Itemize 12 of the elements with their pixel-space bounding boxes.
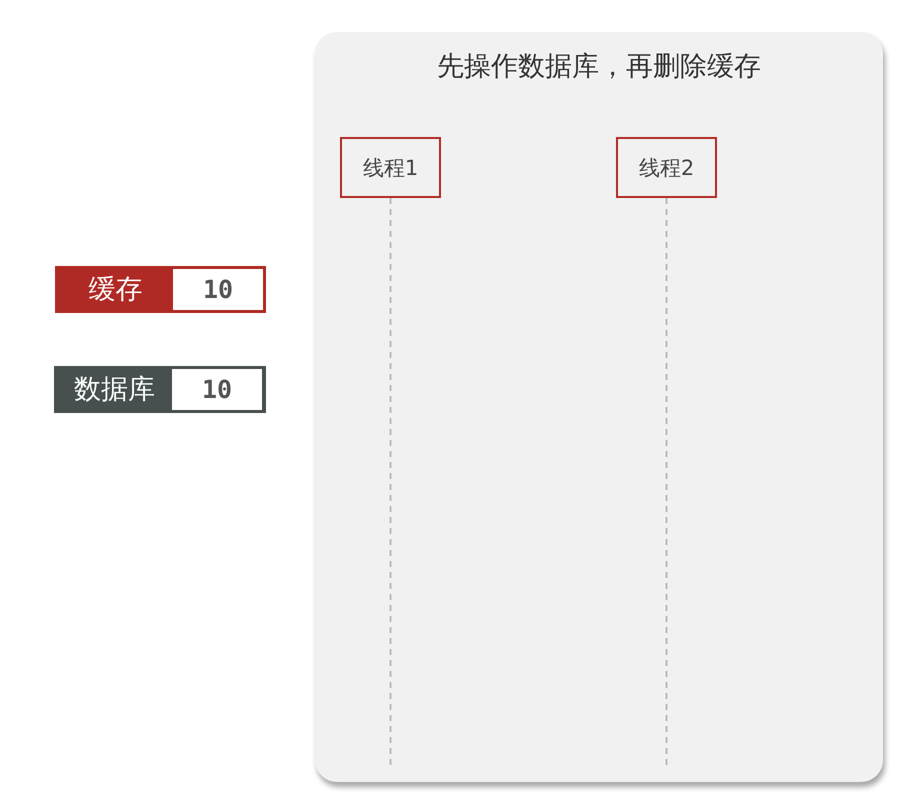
storage-label: 数据库: [73, 373, 156, 407]
storage-bar: [55, 266, 266, 313]
value-field: 10: [173, 269, 263, 310]
thread-box: 线程2: [616, 137, 717, 198]
panel: [315, 32, 883, 782]
panel-title: 先操作数据库，再删除缓存: [436, 50, 762, 84]
value-field: 10: [172, 369, 262, 410]
lifeline: [666, 198, 668, 765]
thread-box: 线程1: [340, 137, 441, 198]
storage-label: 缓存: [88, 273, 144, 307]
lifeline: [390, 198, 392, 765]
storage-bar: [54, 366, 266, 413]
